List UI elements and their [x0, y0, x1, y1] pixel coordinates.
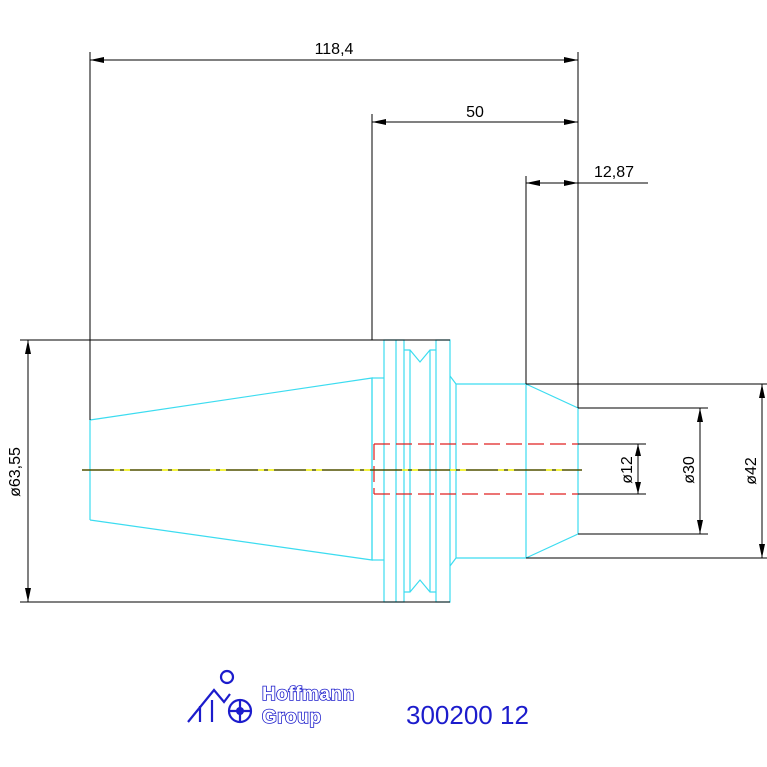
- part-number: 300200 12: [406, 700, 529, 730]
- dim-nose-diameter: ø42: [526, 383, 767, 559]
- dim-collet-diameter-text: ø30: [681, 456, 698, 484]
- logo-text-line1: Hoffmann: [262, 684, 355, 705]
- dim-flange-diameter-text: ø63,55: [7, 447, 24, 497]
- dim-body-length: 50: [371, 104, 578, 340]
- hoffmann-logo-icon: [187, 669, 253, 724]
- neck-bottom: [449, 557, 526, 567]
- v-groove-bottom: [404, 579, 436, 593]
- dim-nose-length-text: 12,87: [594, 164, 634, 181]
- dim-collet-diameter: ø30: [578, 407, 708, 535]
- dim-overall-length: 118,4: [89, 41, 579, 420]
- nose-chamfer: [525, 383, 579, 559]
- taper-cone: [89, 377, 373, 561]
- dim-overall-length-text: 118,4: [315, 41, 354, 58]
- tool-holder-outline: [89, 339, 579, 603]
- neck-top: [449, 375, 526, 385]
- dim-nose-diameter-text: ø42: [743, 457, 760, 485]
- flange-right: [435, 339, 451, 603]
- dim-bore-diameter-text: ø12: [619, 456, 636, 484]
- hidden-bore: [373, 443, 578, 495]
- dim-nose-length: 12,87: [525, 164, 648, 384]
- flange-outer: [383, 339, 405, 603]
- dim-flange-diameter: ø63,55: [7, 339, 450, 603]
- dim-body-length-text: 50: [466, 104, 484, 121]
- logo-text-line2: Group: [262, 707, 322, 728]
- dim-bore-diameter: ø12: [578, 443, 646, 495]
- v-groove-top: [404, 349, 436, 363]
